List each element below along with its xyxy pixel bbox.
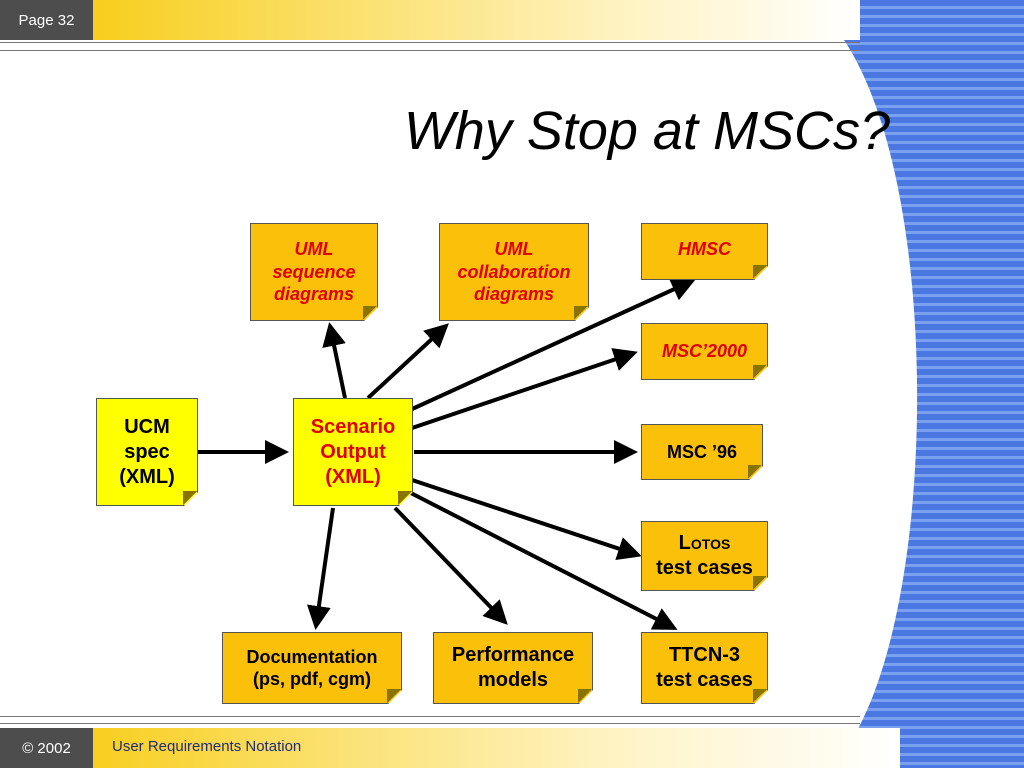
uml-collaboration-box: UML collaboration diagrams: [439, 223, 589, 321]
performance-line1: Performance: [451, 644, 575, 666]
lotos-test-cases-label: test cases: [656, 557, 753, 579]
arrow-to-documentation: [306, 507, 335, 630]
hmsc-label: HMSC: [678, 239, 731, 259]
lotos-label: Lotos: [678, 532, 731, 554]
uml-collaboration-line3: diagrams: [473, 284, 555, 305]
documentation-line2: (ps, pdf, cgm): [253, 669, 371, 689]
ttcn3-box: TTCN-3 test cases: [641, 632, 768, 704]
ucm-spec-line2: spec: [124, 440, 170, 463]
uml-collaboration-line1: UML: [494, 239, 534, 260]
scenario-line2: Output: [320, 440, 386, 463]
performance-models-box: Performance models: [433, 632, 593, 704]
footer-rule-2: [0, 723, 860, 724]
msc2000-label: MSC’2000: [661, 341, 748, 362]
header-bar: [0, 0, 860, 40]
scenario-line3: (XML): [325, 465, 381, 488]
ucm-spec-line3: (XML): [119, 465, 175, 488]
msc96-box: MSC ’96: [641, 424, 763, 480]
arrow-to-uml-collaboration: [366, 323, 449, 400]
lotos-box: Lotos test cases: [641, 521, 768, 591]
uml-sequence-line3: diagrams: [273, 284, 355, 305]
arrow-to-uml-sequence: [322, 322, 347, 399]
documentation-line1: Documentation: [246, 646, 378, 667]
uml-sequence-line1: UML: [294, 239, 334, 260]
msc96-label: MSC ’96: [666, 441, 738, 462]
header-rule-2: [0, 50, 860, 51]
arrow-to-performance: [393, 506, 508, 625]
header-rule: [0, 42, 860, 43]
footer-title: User Requirements Notation: [112, 737, 302, 755]
footer-bar: [0, 728, 900, 768]
footer-rule: [0, 716, 860, 717]
performance-line2: models: [477, 669, 549, 691]
arrow-to-msc2000: [411, 348, 638, 430]
msc2000-box: MSC’2000: [641, 323, 768, 380]
arrow-to-ttcn3: [404, 488, 678, 630]
page-number: Page 32: [0, 0, 93, 40]
scenario-output-box: Scenario Output (XML): [293, 398, 413, 506]
hmsc-box: HMSC: [641, 223, 768, 280]
documentation-box: Documentation (ps, pdf, cgm): [222, 632, 402, 704]
scenario-line1: Scenario: [310, 415, 396, 438]
ucm-spec-box: UCM spec (XML): [96, 398, 198, 506]
ucm-spec-line1: UCM: [124, 415, 170, 438]
uml-sequence-line2: sequence: [272, 261, 356, 282]
uml-sequence-box: UML sequence diagrams: [250, 223, 378, 321]
ttcn3-label: TTCN-3: [668, 644, 741, 666]
ttcn3-test-cases-label: test cases: [656, 669, 753, 691]
copyright-label: © 2002: [0, 728, 93, 768]
slide-title: Why Stop at MSCs?: [403, 101, 890, 161]
arrow-to-hmsc: [409, 278, 696, 412]
uml-collaboration-line2: collaboration: [457, 261, 571, 282]
arrow-to-lotos: [411, 478, 642, 561]
